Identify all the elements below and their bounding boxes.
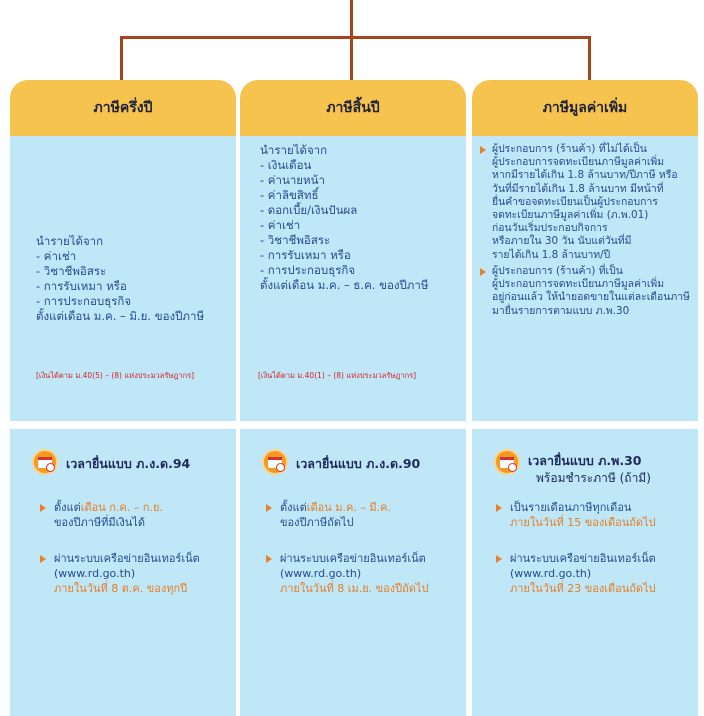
income-item: - เงินเดือน [260, 158, 312, 172]
income-item: - การรับเหมา หรือ [260, 248, 351, 262]
connector-drop-1 [120, 36, 123, 80]
income-item: - วิชาชีพอิสระ [260, 233, 331, 247]
deadline-item-1: ตั้งแต่เดือน ก.ค. – ก.ย. ของปีภาษีที่มีเ… [54, 501, 163, 529]
deadline-panel: เวลายื่นแบบ ภ.พ.30 พร้อมชำระภาษี (ถ้ามี)… [472, 429, 698, 716]
income-panel: นำรายได้จาก - ค่าเช่า - วิชาชีพอิสระ - ก… [10, 136, 236, 421]
deadline-panel: เวลายื่นแบบ ภ.ง.ด.94 ตั้งแต่เดือน ก.ค. –… [10, 429, 236, 716]
deadline-title: เวลายื่นแบบ ภ.ง.ด.90 [296, 456, 421, 471]
deadline-item-1: ตั้งแต่เดือน ม.ค. – มี.ค. ของปีภาษีถัดไป [280, 501, 391, 529]
column-header: ภาษีมูลค่าเพิ่ม [472, 80, 698, 136]
bullet-triangle-icon [40, 504, 46, 512]
bullet-triangle-icon [266, 555, 272, 563]
legal-note: [เงินได้ตาม ม.40(5) – (8) แห่งประมวลรัษฎ… [36, 371, 195, 380]
deadline-panel: เวลายื่นแบบ ภ.ง.ด.90 ตั้งแต่เดือน ม.ค. –… [240, 429, 466, 716]
deadline-item-2: ผ่านระบบเครือข่ายอินเทอร์เน็ต (www.rd.go… [510, 552, 656, 595]
connector-drop-3 [588, 36, 591, 80]
bullet-triangle-icon [266, 504, 272, 512]
bullet-triangle-icon [480, 146, 486, 154]
income-panel: นำรายได้จาก - เงินเดือน - ค่านายหน้า - ค… [240, 136, 466, 421]
income-list: นำรายได้จาก - เงินเดือน - ค่านายหน้า - ค… [260, 143, 428, 293]
calendar-clock-icon [262, 449, 288, 475]
column-half-year-tax: ภาษีครึ่งปี นำรายได้จาก - ค่าเช่า - วิชา… [10, 80, 236, 716]
income-period: ตั้งแต่เดือน ม.ค. – ธ.ค. ของปีภาษี [260, 278, 429, 292]
calendar-clock-icon [32, 449, 58, 475]
vat-point-2: ผู้ประกอบการ (ร้านค้า) ที่เป็น ผู้ประกอบ… [492, 265, 690, 317]
connector-bar [120, 36, 590, 39]
income-item: - ค่าเช่า [260, 218, 301, 232]
connector-drop-2 [350, 36, 353, 80]
deadline-item-2: ผ่านระบบเครือข่ายอินเทอร์เน็ต (www.rd.go… [54, 552, 200, 595]
income-item: - การรับเหมา หรือ [36, 279, 127, 293]
income-item: - วิชาชีพอิสระ [36, 264, 107, 278]
deadline-item-2: ผ่านระบบเครือข่ายอินเทอร์เน็ต (www.rd.go… [280, 552, 429, 595]
income-title: นำรายได้จาก [260, 143, 328, 157]
deadline-subtitle: พร้อมชำระภาษี (ถ้ามี) [536, 471, 651, 485]
bullet-triangle-icon [480, 268, 486, 276]
income-title: นำรายได้จาก [36, 234, 104, 248]
income-item: - การประกอบธุรกิจ [260, 263, 356, 277]
income-item: - ค่านายหน้า [260, 173, 325, 187]
calendar-clock-icon [494, 449, 520, 475]
income-item: - ดอกเบี้ย/เงินปันผล [260, 203, 358, 217]
column-header: ภาษีครึ่งปี [10, 80, 236, 136]
income-period: ตั้งแต่เดือน ม.ค. – มิ.ย. ของปีภาษี [36, 309, 205, 323]
bullet-triangle-icon [40, 555, 46, 563]
column-vat: ภาษีมูลค่าเพิ่ม ผู้ประกอบการ (ร้านค้า) ท… [472, 80, 698, 716]
deadline-title: เวลายื่นแบบ ภ.พ.30 [528, 453, 642, 468]
column-year-end-tax: ภาษีสิ้นปี นำรายได้จาก - เงินเดือน - ค่า… [240, 80, 466, 716]
vat-point-1: ผู้ประกอบการ (ร้านค้า) ที่ไม่ได้เป็น ผู้… [492, 143, 678, 261]
income-item: - การประกอบธุรกิจ [36, 294, 132, 308]
legal-note: [เงินได้ตาม ม.40(1) – (8) แห่งประมวลรัษฎ… [258, 371, 417, 380]
income-item: - ค่าลิขสิทธิ์ [260, 188, 319, 202]
connector-stem [350, 0, 353, 38]
vat-panel: ผู้ประกอบการ (ร้านค้า) ที่ไม่ได้เป็น ผู้… [472, 136, 698, 421]
bullet-triangle-icon [496, 504, 502, 512]
deadline-item-1: เป็นรายเดือนภาษีทุกเดือน ภายในวันที่ 15 … [510, 501, 656, 529]
column-header: ภาษีสิ้นปี [240, 80, 466, 136]
deadline-title: เวลายื่นแบบ ภ.ง.ด.94 [66, 456, 191, 471]
bullet-triangle-icon [496, 555, 502, 563]
income-list: นำรายได้จาก - ค่าเช่า - วิชาชีพอิสระ - ก… [36, 234, 204, 324]
income-item: - ค่าเช่า [36, 249, 77, 263]
